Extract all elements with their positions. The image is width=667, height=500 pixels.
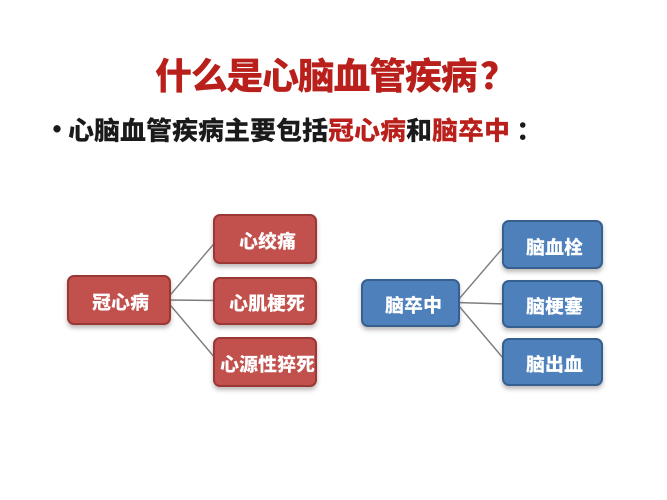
node-myocardial-infarction: 心肌梗死 [213,276,317,325]
connector-stroke-1 [455,243,507,303]
node-label-glyphs-coronary-root [92,292,149,312]
node-label-glyphs-cerebral-thrombosis [525,237,583,256]
node-label-glyphs-myocardial-infarction [229,293,305,312]
node-label-glyphs-angina [239,231,295,251]
node-cerebral-infarction: 脑梗塞 [501,280,603,328]
node-label-glyphs-sudden-cardiac-death [220,354,314,373]
node-stroke-root: 脑卒中 [361,278,460,327]
connector-stroke-3 [455,302,507,362]
node-label-glyphs-cerebral-hemorrhage [525,354,583,373]
node-angina: 心绞痛 [213,214,317,264]
node-cerebral-thrombosis: 脑血栓 [501,220,603,269]
node-label-glyphs-cerebral-infarction [525,296,583,316]
node-coronary-root: 冠心病 [66,275,171,325]
title-glyphs [155,57,498,93]
bullet-glyphs [68,117,525,143]
connector-coronary-3 [165,299,219,362]
node-sudden-cardiac-death: 心源性猝死 [213,336,317,387]
node-label-glyphs-stroke-root [384,295,441,314]
connector-coronary-1 [165,238,219,301]
connector-stroke-2 [455,301,507,305]
connector-coronary-2 [165,299,219,302]
node-cerebral-hemorrhage: 脑出血 [501,337,603,386]
